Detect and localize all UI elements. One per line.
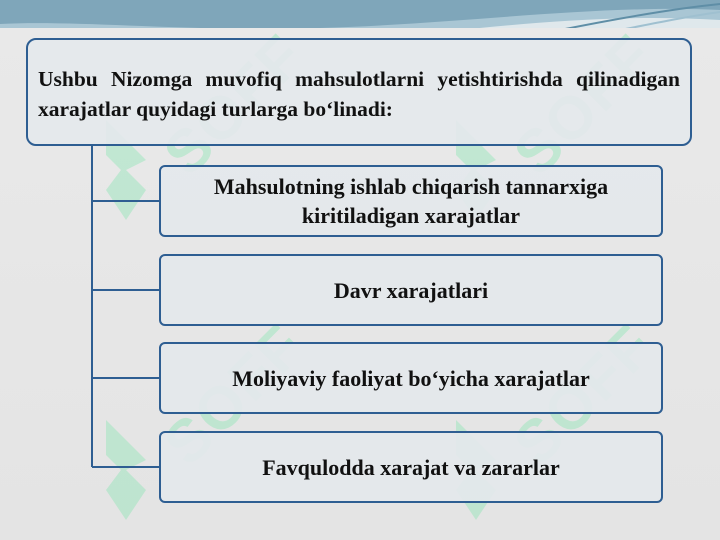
- cost-type-box: Davr xarajatlari: [159, 254, 663, 326]
- cost-type-label: Moliyaviy faoliyat bo‘yicha xarajatlar: [232, 365, 590, 391]
- cost-type-label: Mahsulotning ishlab chiqarish tannarxiga…: [213, 174, 609, 228]
- main-statement-box: Ushbu Nizomga muvofiq mahsulotlarni yeti…: [26, 38, 692, 146]
- cost-type-box: Mahsulotning ishlab chiqarish tannarxiga…: [159, 165, 663, 237]
- cost-type-label: Davr xarajatlari: [333, 277, 489, 303]
- cost-type-box: Moliyaviy faoliyat bo‘yicha xarajatlar: [159, 342, 663, 414]
- cost-type-box: Favqulodda xarajat va zararlar: [159, 431, 663, 503]
- cost-type-label: Favqulodda xarajat va zararlar: [262, 454, 560, 480]
- main-statement-text: Ushbu Nizomga muvofiq mahsulotlarni yeti…: [38, 67, 680, 121]
